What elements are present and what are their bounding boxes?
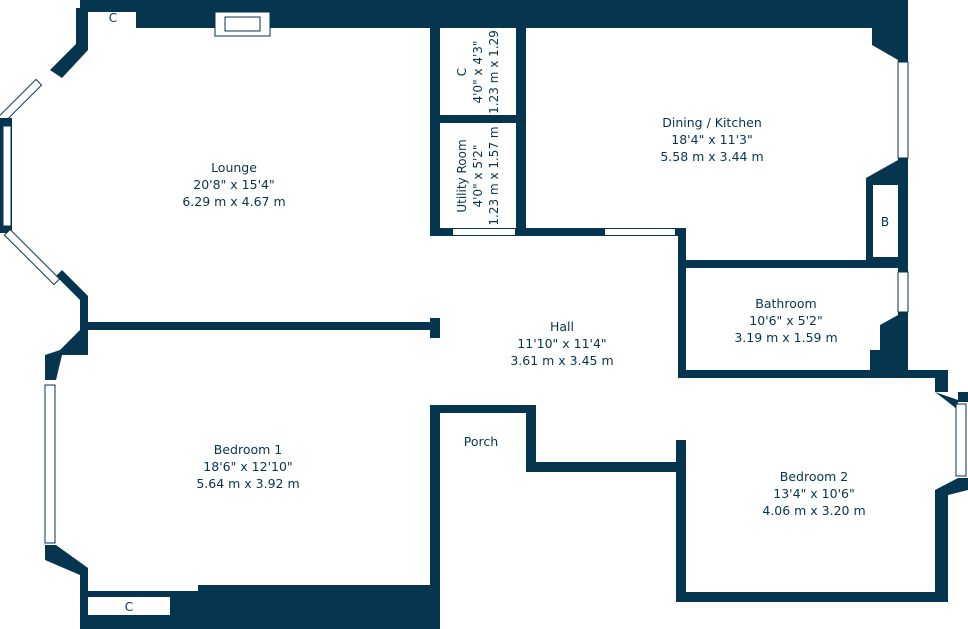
room-imperial: 18'4" x 11'3" (671, 132, 752, 147)
room-bedroom-1: Bedroom 1 18'6" x 12'10" 5.64 m x 3.92 m (196, 442, 299, 491)
room-cupboard: C 4'0" x 4'3" 1.23 m x 1.29 (455, 30, 501, 114)
room-utility: Utility Room 4'0" x 5'2" 1.23 m x 1.57 m (455, 126, 501, 225)
room-imperial: 20'8" x 15'4" (193, 177, 274, 192)
room-metric: 3.61 m x 3.45 m (510, 353, 613, 368)
room-imperial: 10'6" x 5'2" (749, 313, 822, 328)
room-metric: 5.64 m x 3.92 m (196, 476, 299, 491)
room-bedroom-2: Bedroom 2 13'4" x 10'6" 4.06 m x 3.20 m (762, 469, 865, 518)
room-name: Hall (550, 319, 574, 334)
boiler-cupboard-label: B (881, 215, 889, 229)
room-name: Porch (464, 434, 498, 449)
room-metric: 3.19 m x 1.59 m (734, 330, 837, 345)
room-bathroom: Bathroom 10'6" x 5'2" 3.19 m x 1.59 m (734, 296, 837, 345)
room-name: Lounge (211, 160, 257, 175)
room-name: C (455, 68, 469, 76)
lounge-cupboard (88, 12, 136, 28)
window (897, 271, 909, 313)
room-metric: 1.23 m x 1.29 (487, 30, 501, 114)
room-imperial: 4'0" x 4'3" (471, 41, 485, 104)
lounge-cupboard-label: C (109, 11, 117, 25)
room-hall: Hall 11'10" x 11'4" 3.61 m x 3.45 m (510, 319, 613, 368)
room-name: Bathroom (755, 296, 816, 311)
room-metric: 4.06 m x 3.20 m (762, 503, 865, 518)
room-metric: 5.58 m x 3.44 m (660, 149, 763, 164)
room-imperial: 13'4" x 10'6" (773, 486, 854, 501)
room-lounge: Lounge 20'8" x 15'4" 6.29 m x 4.67 m (182, 160, 285, 209)
room-porch: Porch (464, 434, 498, 449)
room-imperial: 11'10" x 11'4" (517, 336, 606, 351)
window (897, 61, 909, 159)
room-name: Bedroom 1 (214, 442, 282, 457)
bedroom1-cupboard-label: C (125, 600, 133, 614)
room-metric: 1.23 m x 1.57 m (487, 126, 501, 225)
room-imperial: 18'6" x 12'10" (203, 459, 292, 474)
room-name: Utility Room (455, 139, 469, 212)
room-metric: 6.29 m x 4.67 m (182, 194, 285, 209)
room-imperial: 4'0" x 5'2" (471, 145, 485, 208)
room-name: Bedroom 2 (780, 469, 848, 484)
room-name: Dining / Kitchen (662, 115, 762, 130)
cupboard-labels: C C B (109, 11, 889, 614)
room-dining-kitchen: Dining / Kitchen 18'4" x 11'3" 5.58 m x … (660, 115, 763, 164)
